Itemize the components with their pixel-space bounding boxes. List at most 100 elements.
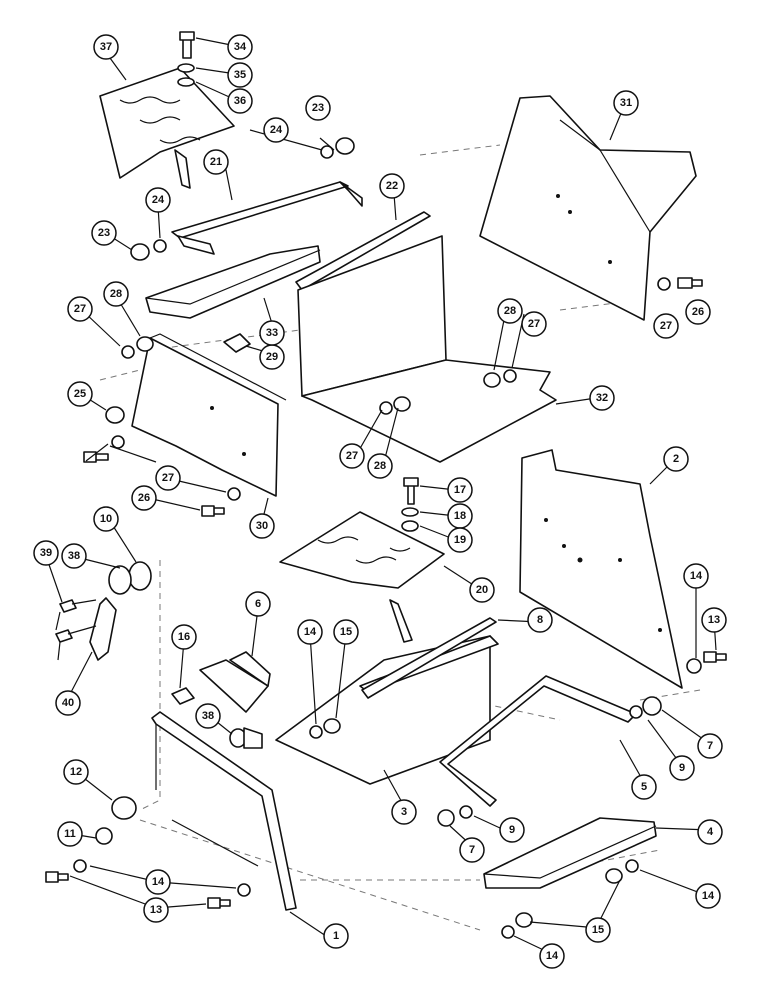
svg-text:35: 35 [234,69,246,81]
callout-11: 11 [57,821,83,847]
part-2-side-panel [519,449,683,689]
parts-34-36-bolt-washers [177,31,195,87]
callout-30: 30 [249,513,275,539]
part-5-frame [439,675,637,807]
callout-18: 18 [447,503,473,529]
callout-12: 12 [63,759,89,785]
part-31-side-panel [479,95,697,321]
svg-text:38: 38 [68,550,80,562]
part-38-lock-lower [229,727,263,749]
callout-14-box: 14 [297,619,323,645]
callout-24-left: 24 [145,187,171,213]
callout-34: 34 [227,34,253,60]
svg-text:14: 14 [546,950,559,962]
callout-27-right: 27 [653,313,679,339]
callout-13-right: 13 [701,607,727,633]
callout-33: 33 [259,320,285,346]
callouts: 1 2 3 4 5 6 7 7 8 9 9 10 11 12 13 13 14 … [33,34,727,969]
svg-text:25: 25 [74,388,86,400]
parts-10-38-39-40-lock-keys [55,561,152,661]
svg-text:24: 24 [270,124,283,136]
part-6-bracket [199,651,271,713]
parts-26-27-right [657,277,703,291]
svg-text:1: 1 [333,930,339,942]
svg-text:31: 31 [620,97,632,109]
svg-text:36: 36 [234,95,246,107]
callout-26-right: 26 [685,299,711,325]
part-33-slab [145,245,321,319]
svg-text:28: 28 [374,460,386,472]
callout-9-right: 9 [669,755,695,781]
svg-text:27: 27 [162,472,174,484]
svg-text:2: 2 [673,453,679,465]
svg-text:11: 11 [64,828,76,840]
callout-27-upper-left: 27 [67,296,93,322]
svg-text:40: 40 [62,697,74,709]
parts-23-24-top [320,137,355,159]
callout-15-box: 15 [333,619,359,645]
svg-text:30: 30 [256,520,268,532]
svg-text:14: 14 [690,570,703,582]
svg-text:38: 38 [202,710,214,722]
svg-text:27: 27 [660,320,672,332]
parts-14-15-bottom [501,859,639,939]
callout-14-right: 14 [683,563,709,589]
callout-9-lower: 9 [499,817,525,843]
callout-3: 3 [391,799,417,825]
part-30-left-panel [131,333,287,497]
callout-29: 29 [259,344,285,370]
svg-text:13: 13 [150,904,162,916]
part-21-bar-frame [171,181,363,255]
callout-13-bottom: 13 [143,897,169,923]
callout-28-tray-left: 28 [367,453,393,479]
callout-14-bottom-right: 14 [695,883,721,909]
callout-7-lower: 7 [459,837,485,863]
svg-text:39: 39 [40,547,52,559]
callout-38-upper: 38 [61,543,87,569]
svg-text:9: 9 [509,824,515,836]
svg-text:14: 14 [702,890,715,902]
parts-7-9-lower [437,805,473,827]
callout-16: 16 [171,624,197,650]
svg-text:26: 26 [138,492,150,504]
callout-21: 21 [203,149,229,175]
callout-22: 22 [379,173,405,199]
callout-28-upper-left: 28 [103,281,129,307]
svg-text:29: 29 [266,351,278,363]
svg-text:14: 14 [152,876,165,888]
part-20-bracket-plate [279,511,445,643]
callout-25: 25 [67,381,93,407]
callout-36: 36 [227,88,253,114]
svg-text:27: 27 [74,303,86,315]
parts-13-14-bottom-left [45,859,251,909]
callout-37: 37 [93,34,119,60]
part-8-strip [361,617,497,699]
callout-38-lower: 38 [195,703,221,729]
callout-24-top: 24 [263,117,289,143]
callout-20: 20 [469,577,495,603]
callout-4: 4 [697,819,723,845]
svg-text:6: 6 [255,598,261,610]
callout-7-right: 7 [697,733,723,759]
svg-text:15: 15 [592,924,604,936]
parts-27-28-tray [379,369,517,415]
svg-text:10: 10 [100,513,112,525]
parts-23-24-left [130,239,167,261]
svg-text:23: 23 [312,102,324,114]
callout-27-tray-left: 27 [339,443,365,469]
callout-28-tray-right: 28 [497,298,523,324]
part-22-strip [295,211,431,291]
callout-39: 39 [33,540,59,566]
svg-text:13: 13 [708,614,720,626]
callout-14-bottom-left: 14 [145,869,171,895]
svg-text:34: 34 [234,41,247,53]
callout-6: 6 [245,591,271,617]
callout-5: 5 [631,774,657,800]
svg-text:32: 32 [596,392,608,404]
callout-26-left: 26 [131,485,157,511]
callout-31: 31 [613,90,639,116]
callout-1: 1 [323,923,349,949]
part-3-box [275,635,499,785]
callout-14-bottom: 14 [539,943,565,969]
